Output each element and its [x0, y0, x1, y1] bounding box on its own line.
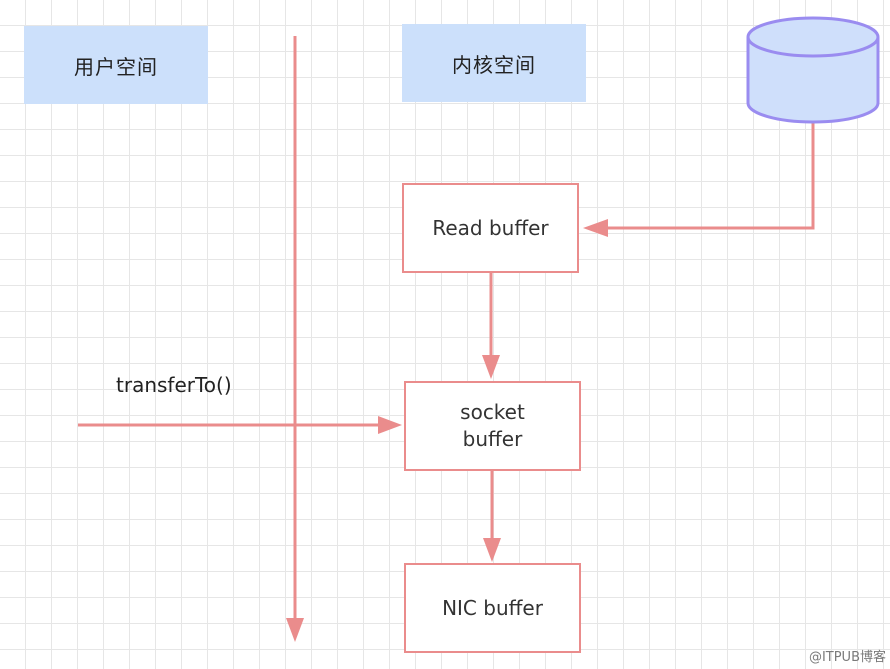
database-cylinder-icon [746, 16, 880, 124]
nic-buffer-label: NIC buffer [442, 595, 543, 620]
kernel-space-label: 内核空间 [402, 24, 586, 102]
timeline-arrowhead [286, 618, 304, 642]
read-to-socket-arrowhead [482, 355, 500, 379]
transfer-to-label: transferTo() [116, 373, 232, 397]
socket-to-nic-arrowhead [483, 538, 501, 562]
user-space-label: 用户空间 [24, 26, 208, 104]
read-buffer-label: Read buffer [432, 215, 549, 240]
read-buffer-box: Read buffer [402, 183, 579, 273]
kernel-space-text: 内核空间 [452, 52, 536, 77]
disk-to-read-buffer-arrow [606, 123, 815, 230]
disk-to-read-buffer-arrowhead [583, 219, 608, 237]
watermark-text: @ITPUB博客 [808, 650, 886, 665]
nic-buffer-box: NIC buffer [404, 563, 581, 653]
user-space-text: 用户空间 [74, 54, 158, 79]
socket-buffer-label: socket buffer [460, 400, 525, 451]
socket-buffer-box: socket buffer [404, 381, 581, 471]
transfer-call-arrowhead [378, 416, 402, 434]
